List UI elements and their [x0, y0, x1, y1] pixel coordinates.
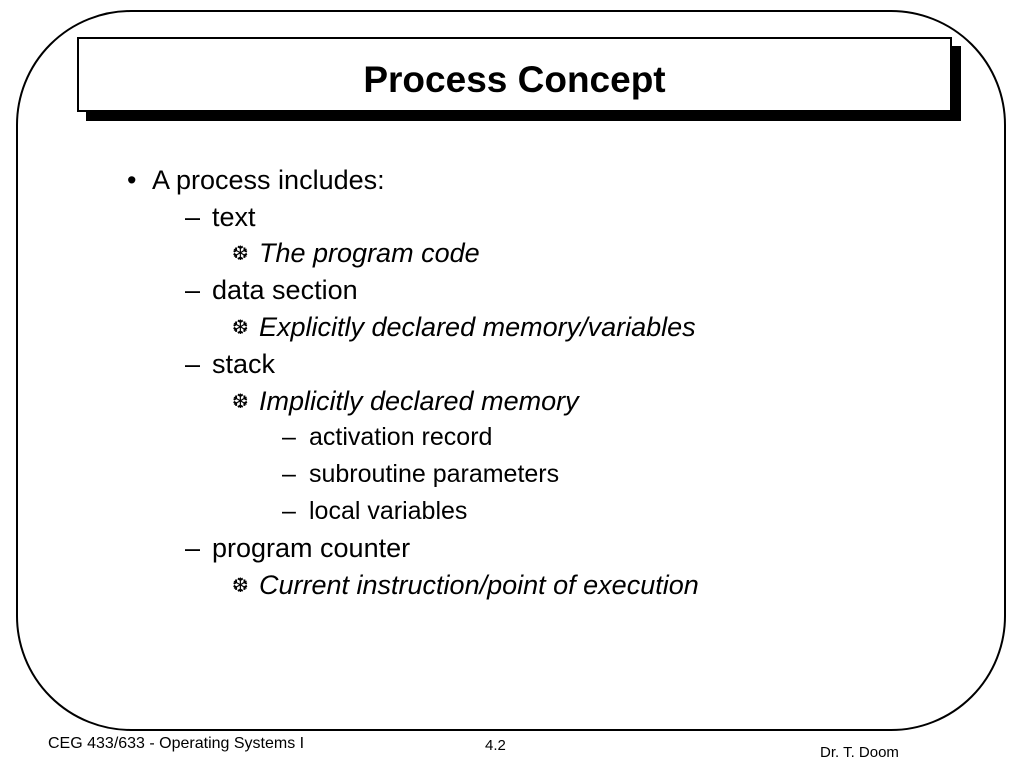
bullet-text: A process includes: — [152, 164, 385, 195]
dash-bullet-icon: – — [282, 460, 296, 489]
bullet-line: – program counter — [0, 530, 1024, 567]
disc-bullet-icon: • — [127, 164, 137, 195]
dash-bullet-icon: – — [282, 423, 296, 452]
title-box: Process Concept — [77, 37, 952, 112]
footer-course-label: CEG 433/633 - Operating Systems I — [48, 735, 305, 752]
bullet-text: The program code — [259, 238, 480, 269]
bullet-text: text — [212, 201, 256, 232]
slide-title: Process Concept — [363, 58, 666, 100]
bullet-text: Implicitly declared memory — [259, 385, 579, 416]
bullet-line: ❆ Implicitly declared memory — [0, 383, 1024, 420]
bullet-line: • A process includes: — [0, 162, 1024, 199]
bullet-text: Current instruction/point of execution — [259, 569, 699, 600]
snowflake-bullet-icon: ❆ — [232, 390, 249, 413]
dash-bullet-icon: – — [185, 201, 201, 232]
bullet-text: local variables — [309, 497, 468, 526]
snowflake-bullet-icon: ❆ — [232, 243, 249, 266]
dash-bullet-icon: – — [185, 348, 201, 379]
bullet-text: subroutine parameters — [309, 460, 560, 489]
bullet-text: stack — [212, 348, 276, 379]
dash-bullet-icon: – — [185, 275, 201, 306]
bullet-line: ❆ The program code — [0, 236, 1024, 273]
bullet-line: – subroutine parameters — [0, 456, 1024, 493]
bullet-text: activation record — [309, 423, 493, 452]
bullet-text: data section — [212, 275, 358, 306]
bullet-line: – activation record — [0, 420, 1024, 457]
dash-bullet-icon: – — [185, 532, 201, 563]
footer-page-number: 4.2 — [485, 737, 506, 754]
slide-border — [16, 10, 1006, 731]
bullet-text: program counter — [212, 532, 411, 563]
dash-bullet-icon: – — [282, 497, 296, 526]
bullet-line: ❆ Explicitly declared memory/variables — [0, 309, 1024, 346]
bullet-line: ❆ Current instruction/point of execution — [0, 567, 1024, 604]
snowflake-bullet-icon: ❆ — [232, 317, 249, 340]
footer-author-label: Dr. T. Doom — [820, 744, 899, 761]
bullet-list: • A process includes: – text ❆ The progr… — [0, 162, 1024, 604]
bullet-text: Explicitly declared memory/variables — [259, 312, 696, 343]
bullet-line: – local variables — [0, 493, 1024, 530]
bullet-line: – text — [0, 199, 1024, 236]
bullet-line: – stack — [0, 346, 1024, 383]
bullet-line: – data section — [0, 272, 1024, 309]
snowflake-bullet-icon: ❆ — [232, 574, 249, 597]
